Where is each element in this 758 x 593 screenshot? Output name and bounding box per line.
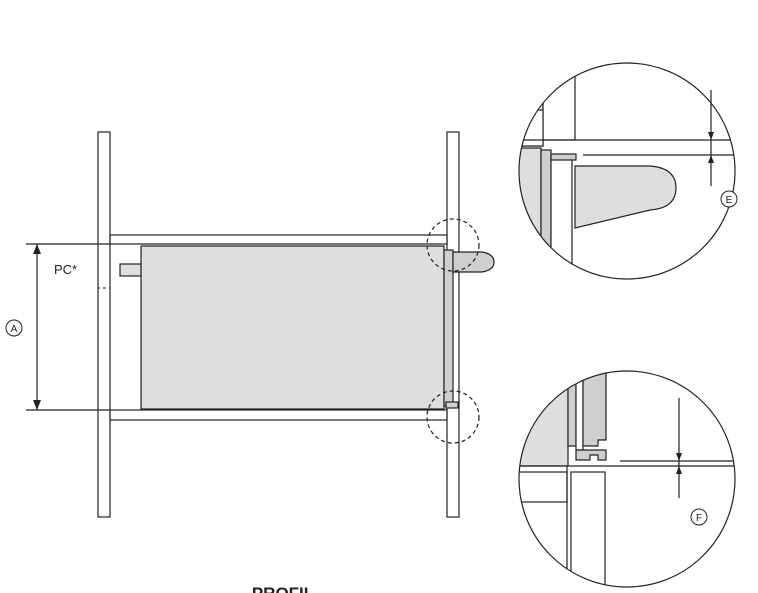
door-bottom-clip [445, 401, 459, 409]
detail-e-badge [720, 190, 738, 208]
detail-e-handle [574, 165, 677, 229]
detail-e-marker [426, 218, 480, 272]
detail-e-label: E [726, 195, 733, 206]
bottom-shelf [109, 409, 448, 421]
detail-e-wall-inner [542, 63, 576, 141]
diagram-caption: PROFIL [252, 584, 314, 593]
appliance-door [443, 249, 454, 407]
detail-e-circle [518, 62, 736, 280]
appliance-body [140, 245, 445, 410]
detail-e-appliance [519, 147, 542, 279]
dimension-a-label: A [11, 324, 18, 335]
detail-f-label: F [696, 513, 702, 524]
detail-f-badge [690, 508, 708, 526]
detail-f-wall-right [570, 471, 606, 587]
left-cabinet-panel [97, 131, 111, 518]
dimension-a-arrow-top [33, 244, 41, 254]
detail-f-door-clip [582, 371, 607, 447]
detail-f-door [567, 371, 577, 447]
dimension-a-arrow-bottom [33, 400, 41, 410]
detail-e-view: E [518, 62, 738, 280]
detail-f-door-frame [575, 371, 584, 451]
detail-f-marker [426, 390, 480, 444]
detail-e-wall-notch [519, 109, 544, 147]
detail-f-circle [518, 370, 736, 588]
detail-e-door-top [550, 153, 577, 161]
pc-label: PC* [54, 262, 77, 277]
appliance-handle [452, 251, 495, 273]
detail-f-wall-left [519, 471, 568, 503]
top-shelf [109, 234, 448, 245]
detail-e-door-frame [550, 157, 573, 279]
dimension-a-badge [5, 319, 23, 337]
detail-e-arrow-bottom [708, 155, 714, 163]
detail-f-view: F [518, 370, 736, 588]
detail-f-arrow-bottom [676, 466, 682, 474]
detail-e-arrow-top [708, 132, 714, 140]
rear-connector [119, 263, 142, 277]
main-profile-view: PC* A [5, 131, 495, 518]
detail-f-hook [575, 449, 607, 461]
detail-e-door [540, 149, 552, 279]
detail-f-arrow-top [676, 453, 682, 461]
detail-f-appliance [519, 371, 569, 467]
